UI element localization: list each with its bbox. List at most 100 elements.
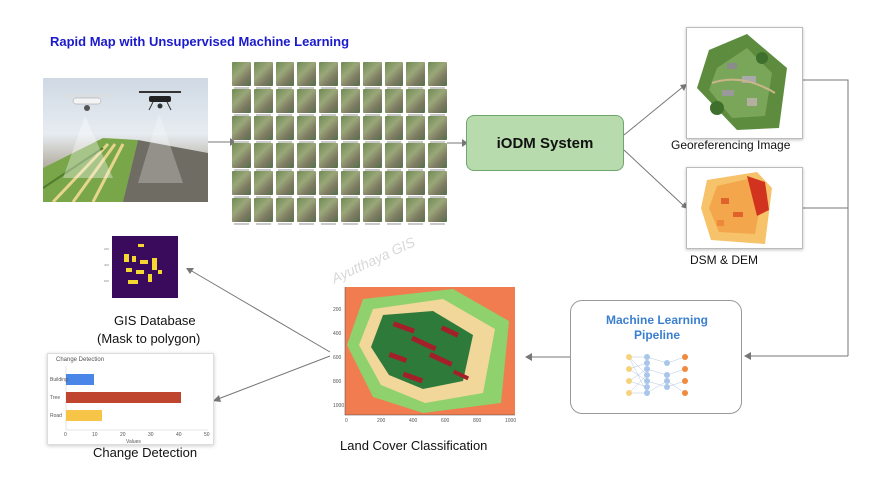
georeferencing-image bbox=[686, 27, 803, 139]
aerial-thumbnail bbox=[297, 89, 317, 117]
aerial-thumbnail bbox=[406, 116, 426, 144]
aerial-thumbnail bbox=[384, 170, 404, 199]
gis-label-line1: GIS Database bbox=[114, 313, 196, 328]
aerial-thumbnail bbox=[275, 116, 295, 144]
aerial-thumbnail bbox=[297, 197, 317, 226]
aerial-thumbnail bbox=[232, 89, 251, 117]
aerial-thumbnail bbox=[275, 197, 295, 226]
change-x-tick: 10 bbox=[92, 432, 98, 438]
land-cover-x-tick: 800 bbox=[473, 418, 482, 424]
aerial-thumbnail bbox=[319, 116, 338, 144]
aerial-thumbnail bbox=[406, 143, 426, 171]
land-cover-y-tick: 400 bbox=[333, 331, 342, 337]
aerial-thumbnail bbox=[275, 170, 295, 199]
iodm-system-box: iODM System bbox=[466, 115, 624, 171]
bar-road bbox=[66, 410, 102, 421]
aerial-thumbnail bbox=[232, 197, 251, 226]
aerial-thumbnail bbox=[275, 89, 295, 117]
aerial-thumbnail bbox=[253, 197, 273, 226]
change-x-tick: 20 bbox=[120, 432, 126, 438]
bar-building bbox=[66, 374, 94, 385]
aerial-thumbnail bbox=[297, 170, 317, 199]
aerial-thumbnail bbox=[253, 116, 273, 144]
change-x-axis-label: Values bbox=[126, 439, 141, 445]
change-chart-title: Change Detection bbox=[56, 357, 105, 363]
gis-database-image: 200 400 600 bbox=[104, 236, 180, 302]
aerial-thumbnail bbox=[232, 170, 251, 199]
change-detection-label: Change Detection bbox=[93, 445, 198, 460]
aerial-thumbnail bbox=[297, 116, 317, 144]
change-category-label: Building bbox=[50, 377, 68, 383]
change-x-tick: 0 bbox=[64, 432, 67, 438]
aerial-thumbnail bbox=[319, 197, 338, 226]
land-cover-y-tick: 200 bbox=[333, 307, 342, 313]
aerial-thumbnail bbox=[232, 143, 251, 171]
dsm-dem-label: DSM & DEM bbox=[690, 253, 759, 267]
land-cover-x-tick: 1000 bbox=[505, 418, 517, 424]
iodm-system-label: iODM System bbox=[496, 134, 594, 152]
svg-text:400: 400 bbox=[104, 263, 109, 267]
aerial-thumbnail bbox=[275, 143, 295, 171]
aerial-thumbnail bbox=[340, 116, 360, 144]
change-category-label: Road bbox=[50, 413, 62, 419]
aerial-thumbnail bbox=[428, 197, 447, 226]
land-cover-x-tick: 0 bbox=[345, 418, 348, 424]
ml-pipeline-box: Machine Learning Pipeline bbox=[570, 300, 742, 414]
aerial-thumbnail bbox=[384, 143, 404, 171]
aerial-thumbnail bbox=[253, 170, 273, 199]
aerial-thumbnail bbox=[340, 143, 360, 171]
aerial-image-thumbnails bbox=[232, 62, 447, 226]
arrow-drone-to-images bbox=[208, 138, 236, 146]
bar-tree bbox=[66, 392, 181, 403]
black-drone-icon bbox=[139, 91, 181, 111]
svg-text:200: 200 bbox=[104, 247, 109, 251]
aerial-thumbnail bbox=[319, 62, 338, 90]
aerial-thumbnail bbox=[253, 143, 273, 171]
aerial-thumbnail bbox=[428, 143, 447, 171]
aerial-thumbnail bbox=[428, 62, 447, 90]
aerial-thumbnail bbox=[406, 170, 426, 199]
aerial-thumbnail bbox=[297, 143, 317, 171]
dsm-dem-image bbox=[686, 167, 803, 249]
gis-label-line2: (Mask to polygon) bbox=[97, 331, 201, 346]
aerial-thumbnail bbox=[297, 62, 317, 90]
aerial-thumbnail bbox=[253, 89, 273, 117]
aerial-thumbnail bbox=[319, 170, 338, 199]
change-x-tick: 40 bbox=[176, 432, 182, 438]
aerial-thumbnail bbox=[406, 89, 426, 117]
aerial-thumbnail bbox=[384, 197, 404, 226]
aerial-thumbnail bbox=[384, 89, 404, 117]
aerial-thumbnail bbox=[362, 89, 382, 117]
aerial-thumbnail bbox=[362, 62, 382, 90]
aerial-thumbnail bbox=[232, 62, 251, 90]
georeferencing-label: Georeferencing Image bbox=[671, 138, 791, 152]
aerial-thumbnail bbox=[340, 197, 360, 226]
aerial-thumbnail bbox=[362, 170, 382, 199]
change-x-tick: 50 bbox=[204, 432, 210, 438]
land-cover-label: Land Cover Classification bbox=[340, 438, 488, 453]
land-cover-x-tick: 600 bbox=[441, 418, 450, 424]
ml-title-line1: Machine Learning bbox=[605, 313, 709, 327]
aerial-thumbnail bbox=[340, 170, 360, 199]
svg-text:600: 600 bbox=[104, 279, 109, 283]
aerial-thumbnail bbox=[340, 62, 360, 90]
aerial-thumbnail bbox=[406, 62, 426, 90]
land-cover-y-tick: 800 bbox=[333, 379, 342, 385]
aerial-thumbnail bbox=[362, 197, 382, 226]
land-cover-x-tick: 200 bbox=[377, 418, 386, 424]
drone-survey-image bbox=[43, 78, 208, 202]
aerial-thumbnail bbox=[428, 170, 447, 199]
aerial-thumbnail bbox=[428, 116, 447, 144]
aerial-thumbnail bbox=[362, 116, 382, 144]
aerial-thumbnail bbox=[275, 62, 295, 90]
aerial-thumbnail bbox=[362, 143, 382, 171]
ml-pipeline-title: Machine Learning Pipeline bbox=[571, 313, 743, 343]
aerial-thumbnail bbox=[384, 116, 404, 144]
arrow-images-to-iodm bbox=[447, 139, 468, 147]
aerial-thumbnail bbox=[406, 197, 426, 226]
aerial-thumbnail bbox=[384, 62, 404, 90]
white-drone-icon bbox=[63, 95, 111, 111]
